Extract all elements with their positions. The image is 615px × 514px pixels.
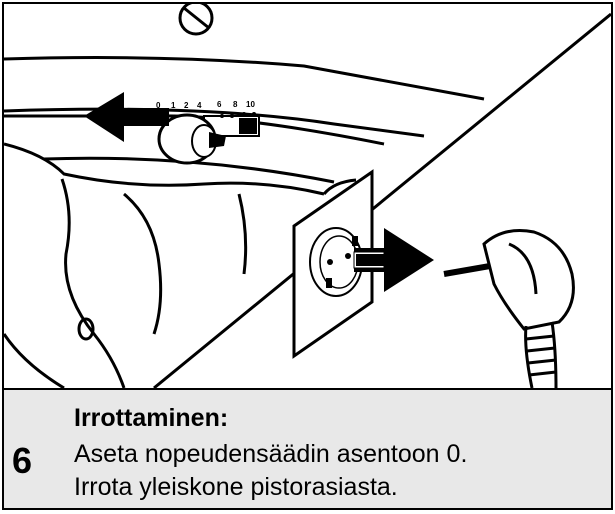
speed-label-6: 6 <box>217 100 222 109</box>
step-number: 6 <box>12 440 33 481</box>
speed-label-4: 4 <box>197 101 202 110</box>
speed-label-8: 8 <box>233 100 238 109</box>
speed-label-10: 10 <box>246 100 255 109</box>
instruction-line: Aseta nopeudensäädin asentoon 0. <box>74 440 468 468</box>
speed-label-2: 2 <box>184 101 189 110</box>
speed-label-1: 1 <box>171 101 176 110</box>
speed-label-0: 0 <box>156 101 161 110</box>
arrow-left-icon <box>84 92 169 142</box>
power-plug-icon <box>443 229 575 388</box>
inset-divider <box>153 12 611 388</box>
caption-box: 6 Irrottaminen: Aseta nopeudensäädin ase… <box>4 388 611 508</box>
wall-socket <box>292 169 374 359</box>
speed-dial: 0 1 2 4 6 8 10 <box>156 100 260 165</box>
instruction-line: Irrota yleiskone pistorasiasta. <box>74 473 398 501</box>
arrow-right-icon <box>353 228 434 292</box>
illustration: 0 1 2 4 6 8 10 <box>4 4 611 388</box>
step-title: Irrottaminen: <box>74 404 229 432</box>
